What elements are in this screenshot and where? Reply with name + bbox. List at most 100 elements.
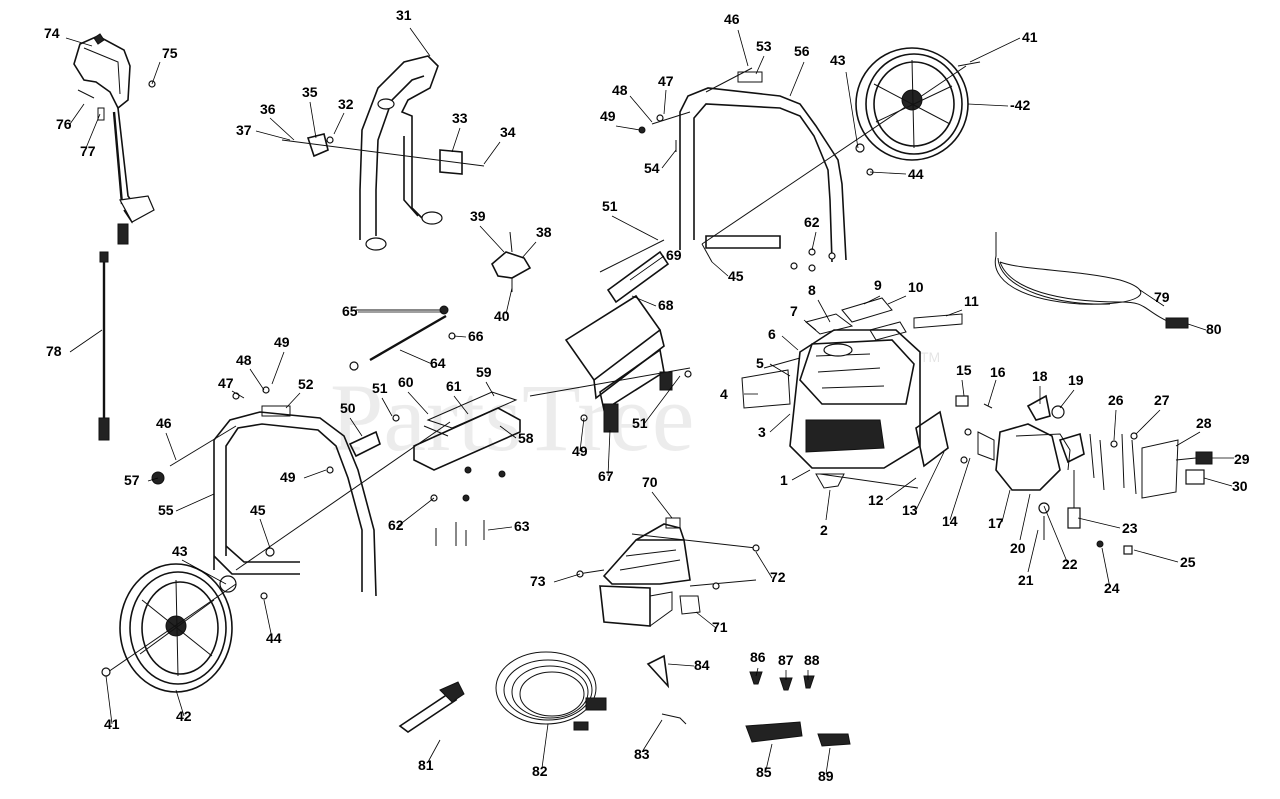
part-label[interactable]: 77 [80, 143, 96, 159]
part-label[interactable]: 75 [162, 45, 178, 61]
part-label[interactable]: 8 [808, 282, 816, 298]
part-label[interactable]: 74 [44, 25, 60, 41]
part-label[interactable]: 80 [1206, 321, 1222, 337]
part-label[interactable]: 49 [600, 108, 616, 124]
part-label[interactable]: 13 [902, 502, 918, 518]
part-label[interactable]: 44 [266, 630, 282, 646]
part-label[interactable]: 47 [658, 73, 674, 89]
part-label[interactable]: 38 [536, 224, 552, 240]
part-label[interactable]: 49 [274, 334, 290, 350]
part-label[interactable]: 4 [720, 386, 728, 402]
part-label[interactable]: 15 [956, 362, 972, 378]
part-label[interactable]: 28 [1196, 415, 1212, 431]
part-label[interactable]: 53 [756, 38, 772, 54]
part-label[interactable]: 61 [446, 378, 462, 394]
part-label[interactable]: 51 [632, 415, 648, 431]
part-label[interactable]: 26 [1108, 392, 1124, 408]
part-label[interactable]: 70 [642, 474, 658, 490]
part-label[interactable]: 76 [56, 116, 72, 132]
part-label[interactable]: 46 [724, 11, 740, 27]
part-label[interactable]: 58 [518, 430, 534, 446]
part-label[interactable]: 32 [338, 96, 354, 112]
part-label[interactable]: 22 [1062, 556, 1078, 572]
part-label[interactable]: 71 [712, 619, 728, 635]
part-label[interactable]: 39 [470, 208, 486, 224]
part-label[interactable]: 23 [1122, 520, 1138, 536]
part-label[interactable]: 40 [494, 308, 510, 324]
part-label[interactable]: 3 [758, 424, 766, 440]
part-label[interactable]: 30 [1232, 478, 1248, 494]
part-label[interactable]: 42 [176, 708, 192, 724]
part-label[interactable]: 25 [1180, 554, 1196, 570]
part-label[interactable]: 45 [728, 268, 744, 284]
part-label[interactable]: 73 [530, 573, 546, 589]
part-label[interactable]: 24 [1104, 580, 1120, 596]
part-label[interactable]: 48 [236, 352, 252, 368]
part-label[interactable]: 48 [612, 82, 628, 98]
part-label[interactable]: 59 [476, 364, 492, 380]
part-label[interactable]: 69 [666, 247, 682, 263]
part-label[interactable]: 86 [750, 649, 766, 665]
part-label[interactable]: 41 [104, 716, 120, 732]
part-label[interactable]: 57 [124, 472, 140, 488]
part-label[interactable]: 55 [158, 502, 174, 518]
part-label[interactable]: 44 [908, 166, 924, 182]
part-label[interactable]: 62 [388, 517, 404, 533]
part-label[interactable]: 6 [768, 326, 776, 342]
part-label[interactable]: 50 [340, 400, 356, 416]
part-label[interactable]: 43 [172, 543, 188, 559]
part-label[interactable]: 37 [236, 122, 252, 138]
part-label[interactable]: 34 [500, 124, 516, 140]
part-label[interactable]: 14 [942, 513, 958, 529]
part-label[interactable]: 16 [990, 364, 1006, 380]
part-label[interactable]: 78 [46, 343, 62, 359]
part-label[interactable]: 64 [430, 355, 446, 371]
part-label[interactable]: 60 [398, 374, 414, 390]
part-label[interactable]: 63 [514, 518, 530, 534]
part-label[interactable]: 41 [1022, 29, 1038, 45]
part-label[interactable]: 46 [156, 415, 172, 431]
part-label[interactable]: 52 [298, 376, 314, 392]
part-label[interactable]: 12 [868, 492, 884, 508]
part-label[interactable]: 45 [250, 502, 266, 518]
part-label[interactable]: 65 [342, 303, 358, 319]
part-label[interactable]: 10 [908, 279, 924, 295]
part-label[interactable]: 47 [218, 375, 234, 391]
part-label[interactable]: 51 [602, 198, 618, 214]
part-label[interactable]: 1 [780, 472, 788, 488]
part-label[interactable]: 82 [532, 763, 548, 779]
part-label[interactable]: 29 [1234, 451, 1250, 467]
part-label[interactable]: 68 [658, 297, 674, 313]
part-label[interactable]: 84 [694, 657, 710, 673]
part-label[interactable]: 87 [778, 652, 794, 668]
part-label[interactable]: 9 [874, 277, 882, 293]
part-label[interactable]: 79 [1154, 289, 1170, 305]
part-label[interactable]: 21 [1018, 572, 1034, 588]
part-label[interactable]: 54 [644, 160, 660, 176]
part-label[interactable]: 43 [830, 52, 846, 68]
part-label[interactable]: 72 [770, 569, 786, 585]
part-label[interactable]: 5 [756, 355, 764, 371]
part-label[interactable]: 88 [804, 652, 820, 668]
part-label[interactable]: 17 [988, 515, 1004, 531]
part-label[interactable]: 85 [756, 764, 772, 780]
part-label[interactable]: 49 [280, 469, 296, 485]
part-label[interactable]: 7 [790, 303, 798, 319]
part-label[interactable]: 36 [260, 101, 276, 117]
part-label[interactable]: 33 [452, 110, 468, 126]
part-label[interactable]: 62 [804, 214, 820, 230]
part-label[interactable]: -42 [1010, 97, 1030, 113]
part-label[interactable]: 27 [1154, 392, 1170, 408]
part-label[interactable]: 11 [964, 293, 979, 309]
part-label[interactable]: 89 [818, 768, 834, 784]
part-label[interactable]: 18 [1032, 368, 1048, 384]
part-label[interactable]: 67 [598, 468, 614, 484]
part-label[interactable]: 81 [418, 757, 434, 773]
part-label[interactable]: 56 [794, 43, 810, 59]
part-label[interactable]: 66 [468, 328, 484, 344]
part-label[interactable]: 49 [572, 443, 588, 459]
part-label[interactable]: 31 [396, 7, 412, 23]
part-label[interactable]: 83 [634, 746, 650, 762]
part-label[interactable]: 2 [820, 522, 828, 538]
part-label[interactable]: 19 [1068, 372, 1084, 388]
